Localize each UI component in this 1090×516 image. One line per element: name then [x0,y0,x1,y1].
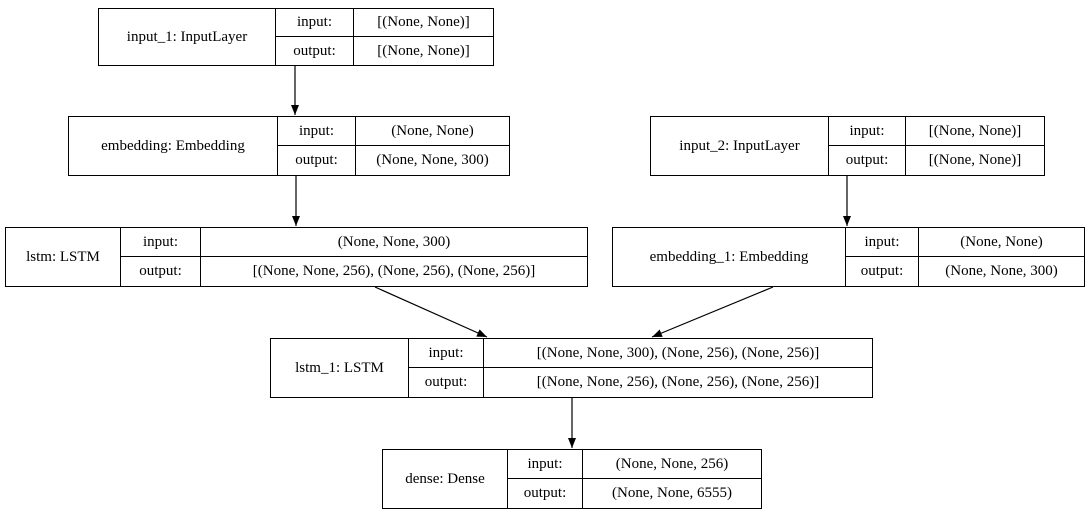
output-key: output: [278,146,356,175]
input-key: input: [276,9,354,37]
layer-name: embedding: Embedding [69,117,278,175]
layer-node-embedding-1: embedding_1: Embedding input: (None, Non… [612,227,1085,287]
input-key: input: [508,450,583,479]
layer-node-lstm: lstm: LSTM input: (None, None, 300) outp… [5,227,588,287]
layer-name: input_2: InputLayer [651,117,829,175]
output-key: output: [121,257,201,286]
layer-node-input-1: input_1: InputLayer input: [(None, None)… [98,8,494,66]
output-shape: [(None, None)] [377,42,470,59]
layer-node-input-2: input_2: InputLayer input: [(None, None)… [650,116,1045,176]
input-shape: [(None, None)] [354,9,493,37]
output-key: output: [276,37,354,65]
layer-name: input_1: InputLayer [99,9,276,65]
edge-lstm-lstm1 [374,286,488,338]
output-shape: [(None, None, 256), (None, 256), (None, … [252,263,536,279]
output-key: output: [846,257,919,286]
layer-name: embedding_1: Embedding [613,228,846,286]
layer-node-lstm-1: lstm_1: LSTM input: [(None, None, 300), … [270,338,873,398]
output-shape: (None, None, 300) [945,263,1058,279]
output-key: output: [829,146,906,175]
layer-node-embedding: embedding: Embedding input: (None, None)… [68,116,510,176]
output-shape: [(None, None)] [928,152,1022,168]
input-key: input: [829,117,906,146]
input-shape: [(None, None)] [906,117,1044,146]
input-shape: (None, None) [919,228,1084,257]
output-shape: (None, None, 300) [376,152,489,168]
output-key: output: [409,368,484,397]
output-shape: [(None, None, 256), (None, 256), (None, … [536,374,820,390]
layer-node-dense: dense: Dense input: (None, None, 256) ou… [382,449,762,509]
input-key: input: [121,228,201,257]
input-shape: (None, None, 256) [583,450,761,479]
input-shape: (None, None) [356,117,509,146]
output-shape: (None, None, 6555) [612,485,732,501]
input-key: input: [278,117,356,146]
layer-name: lstm_1: LSTM [271,339,409,397]
layer-name: lstm: LSTM [6,228,121,286]
layer-name: dense: Dense [383,450,508,508]
output-key: output: [508,479,583,508]
input-key: input: [846,228,919,257]
edge-embedding1-lstm1 [651,286,774,338]
input-shape: (None, None, 300) [201,228,587,257]
input-shape: [(None, None, 300), (None, 256), (None, … [484,339,872,368]
input-key: input: [409,339,484,368]
